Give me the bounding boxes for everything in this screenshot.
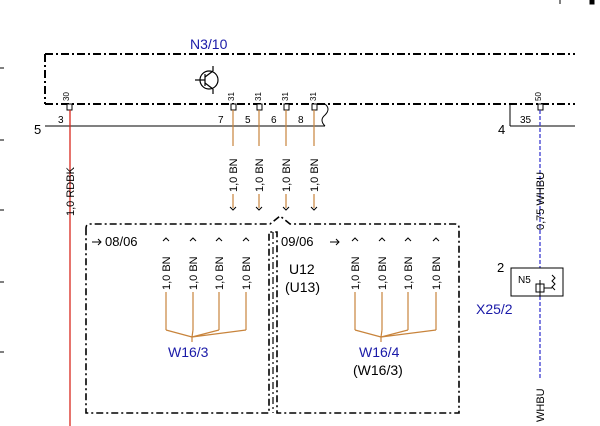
connector-5: 5 [34,122,41,137]
transistor-icon [195,66,219,94]
page-margin-ticks [0,0,595,353]
svg-text:08/06: 08/06 [105,234,138,249]
right-bn-labels: 1,0 BN 1,0 BN 1,0 BN 1,0 BN [350,246,443,292]
wire-whbu: 0,75 WHBU WHBU [532,110,550,426]
right-date-marker: 09/06 [281,234,340,249]
pin-50: 50 35 [520,92,544,126]
svg-text:1,0 BN: 1,0 BN [241,256,253,290]
variant-u12: U12 [289,261,315,277]
svg-text:50: 50 [534,92,543,101]
svg-text:31: 31 [254,92,263,101]
pin-31-b: 31 5 [245,92,263,126]
svg-text:3: 3 [58,115,64,126]
left-wire-tops [162,237,250,242]
svg-text:N5: N5 [518,275,531,286]
svg-text:1,0 BN: 1,0 BN [214,256,226,290]
connector-4: 4 [498,122,505,137]
pin-31-d: 31 8 [298,92,318,126]
splice-w16-3: W16/3 [168,344,209,360]
svg-text:WHBU: WHBU [535,388,547,422]
svg-text:2: 2 [497,260,504,275]
svg-text:8: 8 [298,115,304,126]
svg-text:31: 31 [227,92,236,101]
right-wire-tops [351,237,440,242]
svg-text:5: 5 [245,115,251,126]
svg-text:1,0 BN: 1,0 BN [350,256,362,290]
svg-text:35: 35 [520,115,532,126]
svg-text:1,0 RDBK: 1,0 RDBK [65,166,77,216]
variant-u13: (U13) [285,279,320,295]
svg-text:1,0 BN: 1,0 BN [228,158,240,192]
pin-31-c: 31 6 [271,92,290,126]
wire-rdbk: 1,0 RDBK [65,110,77,426]
left-date-marker: 08/06 [92,234,138,249]
splice-w16-4: W16/4 [359,344,400,360]
svg-text:0,75 WHBU: 0,75 WHBU [535,172,547,230]
svg-text:7: 7 [218,115,224,126]
svg-text:1,0 BN: 1,0 BN [161,256,173,290]
splice-w16-3-alt: (W16/3) [353,362,403,378]
svg-text:09/06: 09/06 [281,234,314,249]
svg-text:1,0 BN: 1,0 BN [188,256,200,290]
left-splice-wires [165,246,247,342]
svg-text:31: 31 [281,92,290,101]
svg-text:X25/2: X25/2 [476,301,513,317]
left-bn-labels: 1,0 BN 1,0 BN 1,0 BN 1,0 BN [161,246,253,292]
upper-wire-ends [229,206,318,211]
upper-bn-labels: 1,0 BN 1,0 BN 1,0 BN 1,0 BN [228,146,321,194]
svg-text:1,0 BN: 1,0 BN [309,158,321,192]
svg-text:30: 30 [62,92,71,101]
variant-box [85,214,460,414]
svg-text:31: 31 [309,92,318,101]
svg-text:6: 6 [271,115,277,126]
right-splice-wires [354,246,437,342]
module-n3-10 [44,53,575,127]
svg-text:1,0 BN: 1,0 BN [254,158,266,192]
svg-text:1,0 BN: 1,0 BN [281,158,293,192]
svg-text:1,0 BN: 1,0 BN [377,256,389,290]
module-title: N3/10 [190,36,228,52]
connector-x25-2: 2 N5 X25/2 [476,260,564,317]
svg-text:1,0 BN: 1,0 BN [431,256,443,290]
svg-text:1,0 BN: 1,0 BN [403,256,415,290]
